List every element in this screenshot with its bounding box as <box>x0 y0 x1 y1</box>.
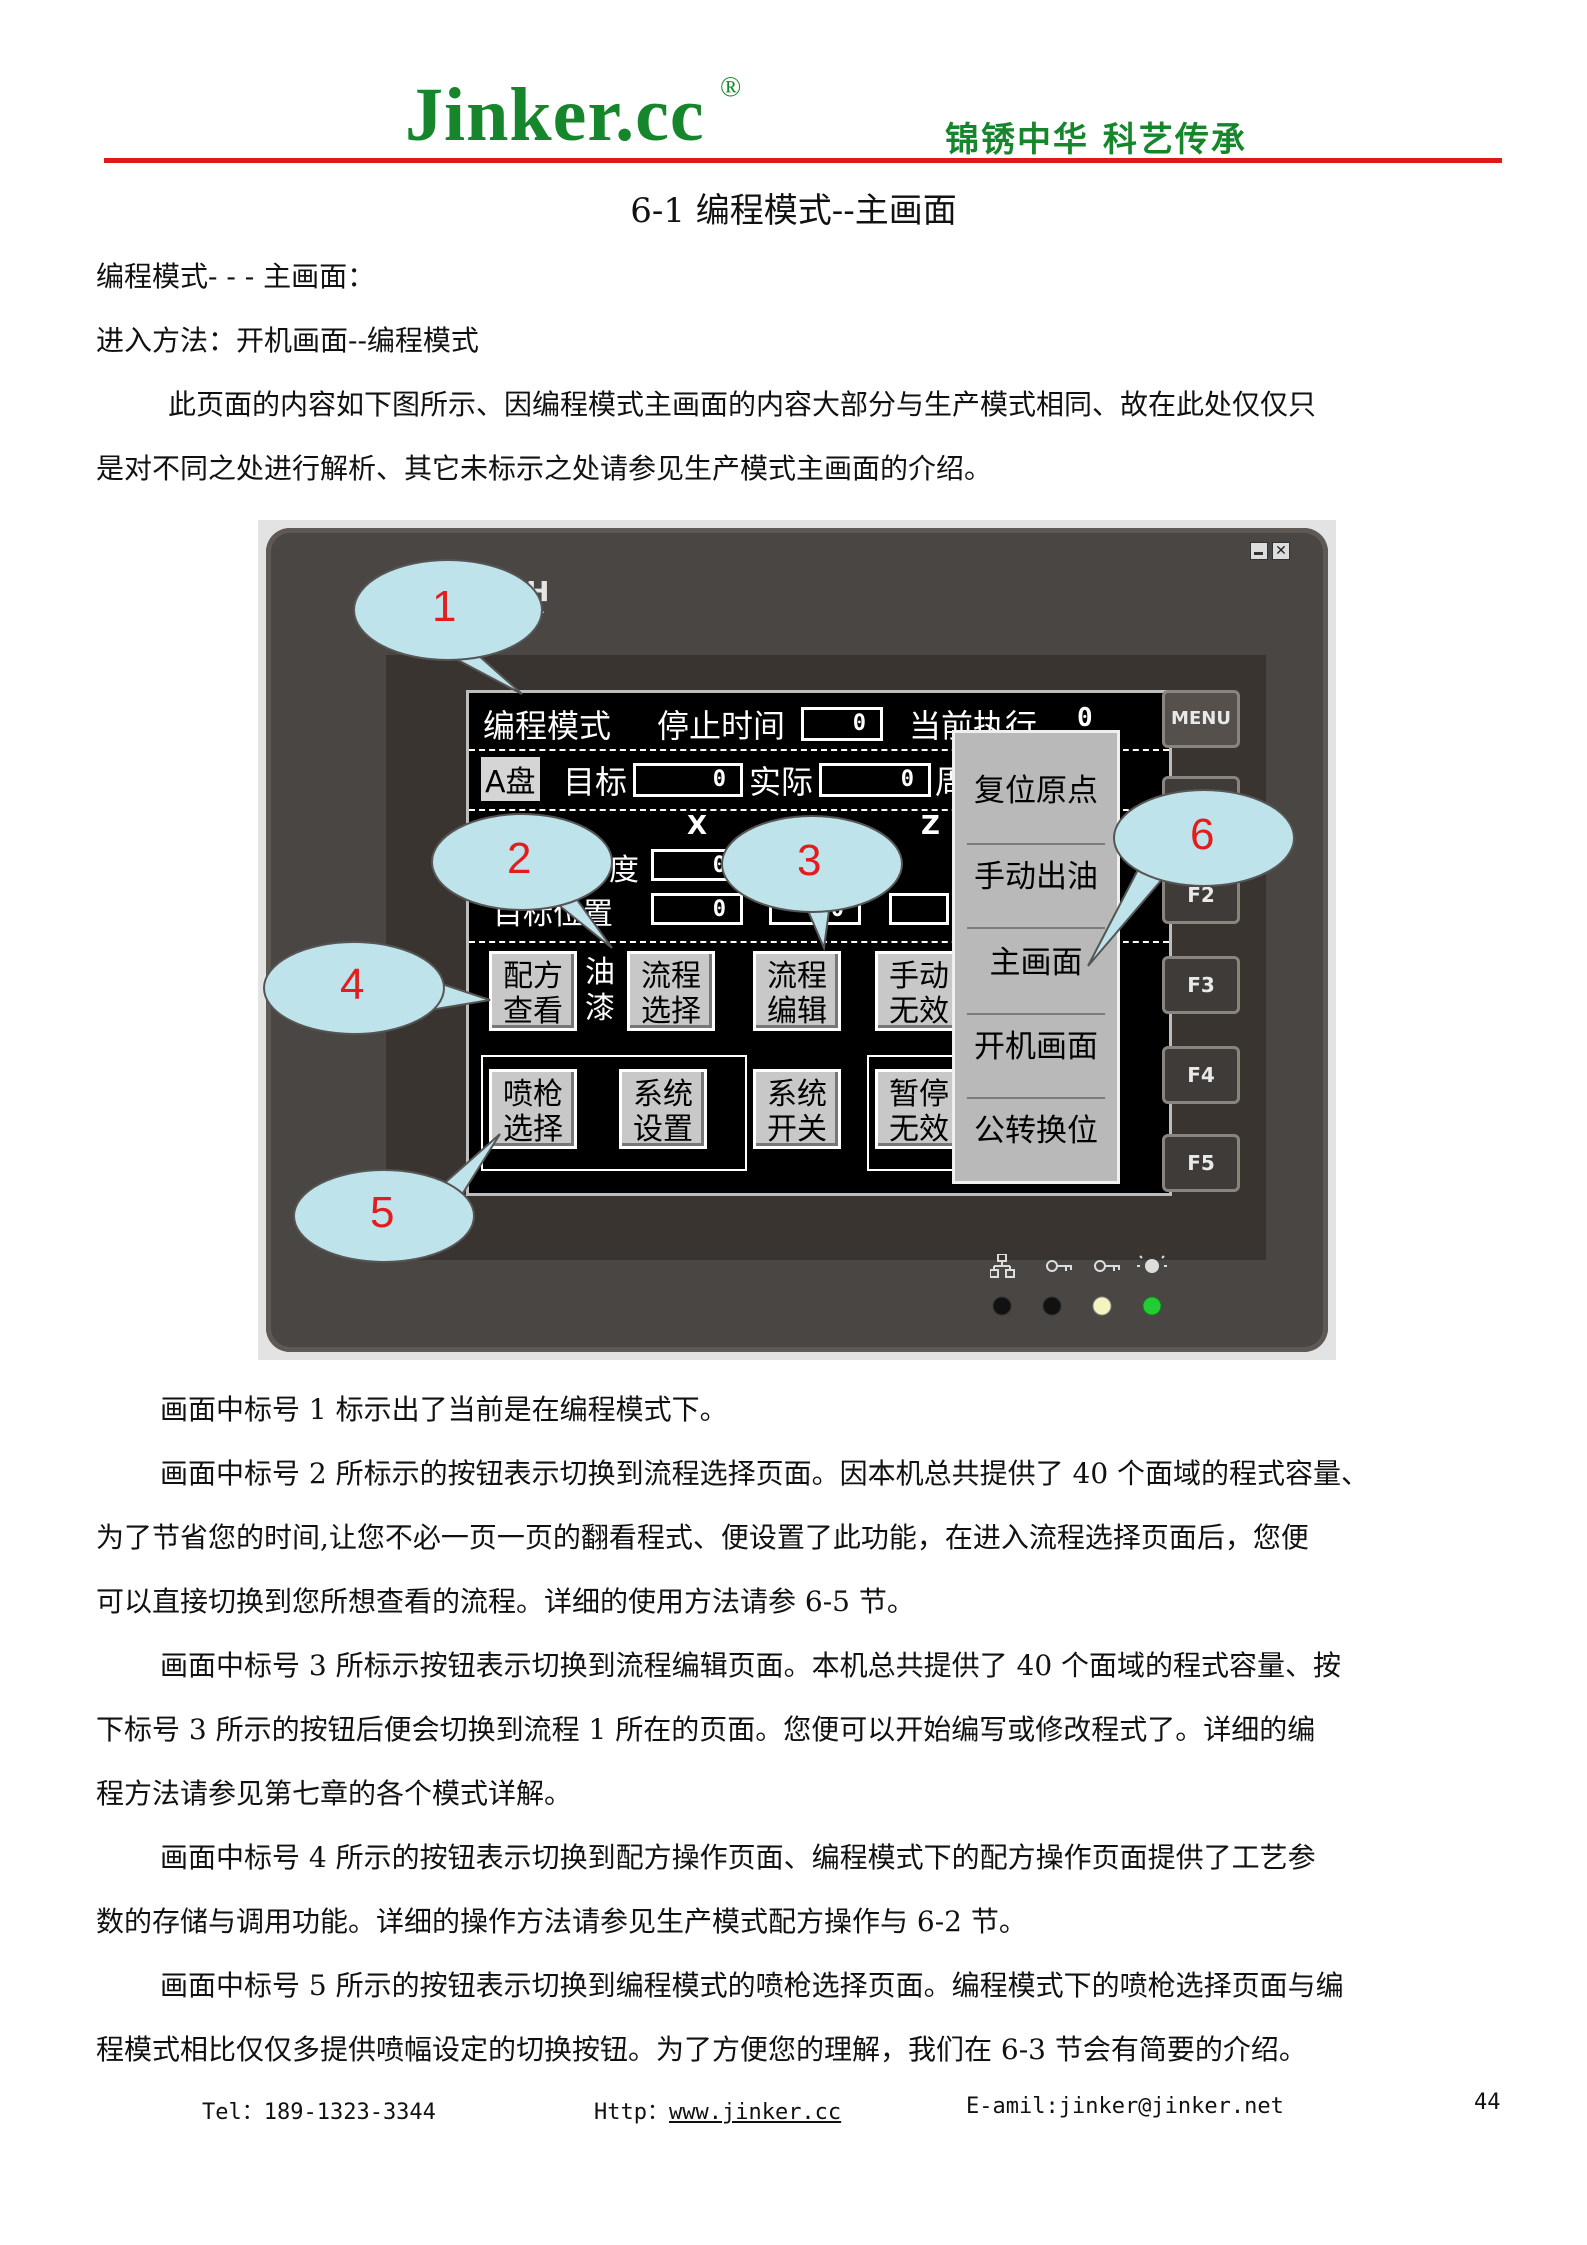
row2-label: 目标位置 <box>493 897 613 932</box>
callout-5-number: 5 <box>370 1188 395 1237</box>
website-link[interactable]: www.jinker.cc <box>668 2100 842 2125</box>
callout-1-number: 1 <box>432 582 457 631</box>
callout-2-number: 2 <box>507 834 532 883</box>
popup-menu: 复位原点 手动出油 主画面 开机画面 公转换位 <box>952 730 1120 1184</box>
pause-disabled-button[interactable]: 暂停无效 <box>875 1069 963 1149</box>
network-icon <box>990 1254 1015 1278</box>
led-2 <box>1042 1296 1062 1316</box>
body-line-3: 为了节省您的时间,让您不必一页一页的翻看程式、便设置了此功能，在进入流程选择页面… <box>96 1521 1309 1554</box>
menu-item-boot-screen[interactable]: 开机画面 <box>974 1029 1098 1065</box>
registered-mark: ® <box>720 72 742 103</box>
callout-3-number: 3 <box>797 836 822 885</box>
manual-disabled-button[interactable]: 手动无效 <box>875 951 963 1031</box>
stop-time-value[interactable]: 0 <box>801 707 883 741</box>
flow-select-button[interactable]: 流程选择 <box>627 951 715 1031</box>
intro-line-1: 编程模式- - - 主画面： <box>96 260 376 293</box>
system-settings-button[interactable]: 系统设置 <box>619 1069 707 1149</box>
slogan: 锦锈中华 科艺传承 <box>945 120 1247 160</box>
f5-key[interactable]: F5 <box>1162 1134 1240 1192</box>
body-line-8: 画面中标号 4 所示的按钮表示切换到配方操作页面、编程模式下的配方操作页面提供了… <box>160 1841 1316 1874</box>
menu-key[interactable]: MENU <box>1162 690 1240 748</box>
brand-sub: rp. <box>530 603 546 616</box>
page-title: 6-1 编程模式--主画面 <box>630 191 957 231</box>
callout-4-number: 4 <box>340 960 365 1009</box>
menu-item-manual-oil[interactable]: 手动出油 <box>974 859 1098 895</box>
row2-value-y: 0 <box>769 893 861 925</box>
logo: Jinker.cc <box>405 73 705 157</box>
axis-z-label: Z <box>921 811 940 841</box>
led-3 <box>1092 1296 1112 1316</box>
callout-6-number: 6 <box>1190 810 1215 859</box>
footer-email[interactable]: E-amil:jinker@jinker.net <box>966 2094 1284 2119</box>
body-line-7: 程方法请参见第七章的各个模式详解。 <box>96 1777 573 1810</box>
intro-line-2: 进入方法：开机画面--编程模式 <box>96 324 479 357</box>
footer-tel: Tel：189-1323-3344 <box>202 2100 436 2125</box>
flow-edit-button[interactable]: 流程编辑 <box>753 951 841 1031</box>
body-line-10: 画面中标号 5 所示的按钮表示切换到编程模式的喷枪选择页面。编程模式下的喷枪选择… <box>160 1969 1344 2002</box>
stop-time-label: 停止时间 <box>657 707 786 745</box>
menu-item-revolution-switch[interactable]: 公转换位 <box>974 1113 1098 1149</box>
actual-label: 实际 <box>749 763 814 801</box>
led-4 <box>1142 1296 1162 1316</box>
intro-line-4: 是对不同之处进行解析、其它未标示之处请参见生产模式主画面的介绍。 <box>96 452 993 485</box>
row1-value: 0 <box>651 849 743 881</box>
key-icon <box>1046 1260 1072 1272</box>
divider <box>469 809 1169 811</box>
row2-value-x: 0 <box>651 893 743 925</box>
key-icon <box>1094 1260 1120 1272</box>
menu-item-main-screen[interactable]: 主画面 <box>989 945 1083 981</box>
oil-paint-label: 油漆 <box>585 955 615 1026</box>
f2-key[interactable]: F2 <box>1162 866 1240 924</box>
body-line-2: 画面中标号 2 所标示的按钮表示切换到流程选择页面。因本机总共提供了 40 个面… <box>160 1457 1370 1490</box>
mode-label: 编程模式 <box>483 707 612 745</box>
gun-select-button[interactable]: 喷枪选择 <box>489 1069 577 1149</box>
header-divider <box>104 158 1502 163</box>
divider <box>469 749 1169 751</box>
body-line-11: 程模式相比仅仅多提供喷幅设定的切换按钮。为了方便您的理解，我们在 6-3 节会有… <box>96 2033 1307 2066</box>
intro-line-3: 此页面的内容如下图所示、因编程模式主画面的内容大部分与生产模式相同、故在此处仅仅… <box>168 388 1317 421</box>
row1-partial-label: 度 <box>609 853 639 888</box>
body-line-9: 数的存储与调用功能。详细的操作方法请参见生产模式配方操作与 6-2 节。 <box>96 1905 1027 1938</box>
current-exec-value: 0 <box>1077 703 1093 733</box>
body-line-6: 下标号 3 所示的按钮后便会切换到流程 1 所在的页面。您便可以开始编写或修改程… <box>96 1713 1316 1746</box>
led-1 <box>992 1296 1012 1316</box>
page-number: 44 <box>1474 2090 1501 2115</box>
menu-item-reset-origin[interactable]: 复位原点 <box>974 773 1098 809</box>
recipe-view-button[interactable]: 配方查看 <box>489 951 577 1031</box>
body-line-5: 画面中标号 3 所标示按钮表示切换到流程编辑页面。本机总共提供了 40 个面域的… <box>160 1649 1342 1682</box>
row2-value-z <box>889 893 949 925</box>
axis-x-label: X <box>687 811 708 841</box>
system-switch-button[interactable]: 系统开关 <box>753 1069 841 1149</box>
actual-value: 0 <box>819 763 931 797</box>
close-icon[interactable]: ✕ <box>1272 542 1290 560</box>
target-value[interactable]: 0 <box>633 763 743 797</box>
light-icon <box>1137 1254 1167 1273</box>
f4-key[interactable]: F4 <box>1162 1046 1240 1104</box>
target-label: 目标 <box>563 763 628 801</box>
body-line-4: 可以直接切换到您所想查看的流程。详细的使用方法请参 6-5 节。 <box>96 1585 915 1618</box>
status-panel <box>990 1254 1167 1316</box>
minimize-icon[interactable] <box>1250 542 1268 560</box>
group-box-left <box>481 1055 747 1171</box>
footer-http: Http：www.jinker.cc <box>594 2100 842 2125</box>
body-line-1: 画面中标号 1 标示出了当前是在编程模式下。 <box>160 1393 728 1426</box>
disk-label[interactable]: A盘 <box>481 757 540 801</box>
f3-key[interactable]: F3 <box>1162 956 1240 1014</box>
